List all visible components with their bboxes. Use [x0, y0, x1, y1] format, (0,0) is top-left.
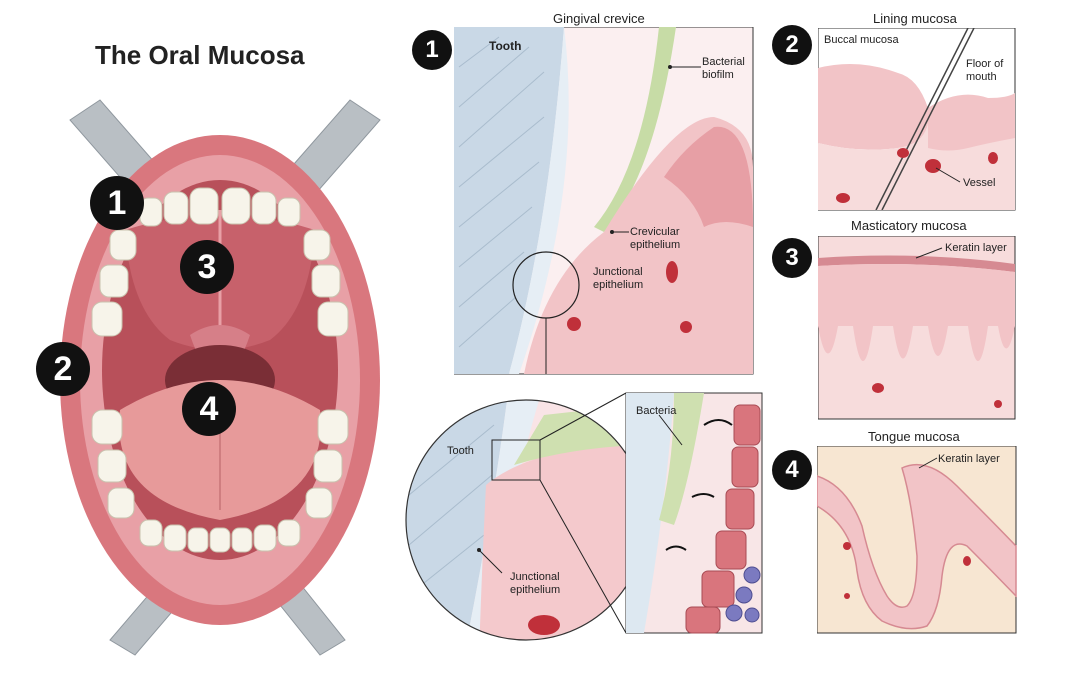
lining-mucosa-diagram	[818, 28, 1016, 211]
crevicular-label: Crevicular epithelium	[630, 226, 681, 251]
tongue-keratin-label: Keratin layer	[938, 453, 1000, 465]
gingival-crevice-diagram	[454, 27, 754, 375]
badge-2-mouth: 2	[36, 342, 90, 396]
biofilm-label: Bacterial biofilm	[702, 56, 745, 81]
vessel-label: Vessel	[963, 177, 996, 189]
badge-3-mouth: 3	[180, 240, 234, 294]
lower-teeth	[91, 409, 349, 553]
filiform-papillae	[817, 463, 1017, 630]
badge-3-masticatory: 3	[772, 238, 812, 278]
bacterial-biofilm	[594, 27, 676, 232]
tongue-title: Tongue mucosa	[868, 429, 960, 444]
floor-label: Floor of mouth	[966, 58, 1004, 83]
gingival-tooth-label: Tooth	[489, 39, 522, 53]
masticatory-mucosa-diagram	[818, 236, 1016, 420]
badge-4-mouth: 4	[182, 382, 236, 436]
masticatory-title: Masticatory mucosa	[851, 218, 967, 233]
badge-4-tongue: 4	[772, 450, 812, 490]
badge-2-lining: 2	[772, 25, 812, 65]
bacteria-label: Bacteria	[636, 405, 677, 417]
page-title: The Oral Mucosa	[95, 40, 305, 70]
masticatory-keratin-label: Keratin layer	[945, 242, 1007, 254]
tooth-region	[454, 27, 564, 374]
zoom-junctional-label: Junctional epithelium	[510, 571, 561, 596]
badge-1-mouth: 1	[90, 176, 144, 230]
vessel	[666, 261, 678, 283]
mouth-illustration	[60, 99, 381, 656]
bacteria-inset	[625, 392, 763, 634]
zoom-tooth-label: Tooth	[447, 445, 474, 457]
buccal-label: Buccal mucosa	[824, 34, 899, 46]
badge-1-gingival: 1	[412, 30, 452, 70]
junctional-epithelium-zone	[479, 445, 646, 640]
gingival-title: Gingival crevice	[553, 11, 645, 26]
junctional-zoom-diagram	[405, 392, 763, 641]
upper-teeth	[91, 187, 349, 337]
lining-title: Lining mucosa	[873, 11, 957, 26]
junctional-label: Junctional epithelium	[593, 266, 644, 291]
tongue-mucosa-diagram	[817, 446, 1017, 634]
